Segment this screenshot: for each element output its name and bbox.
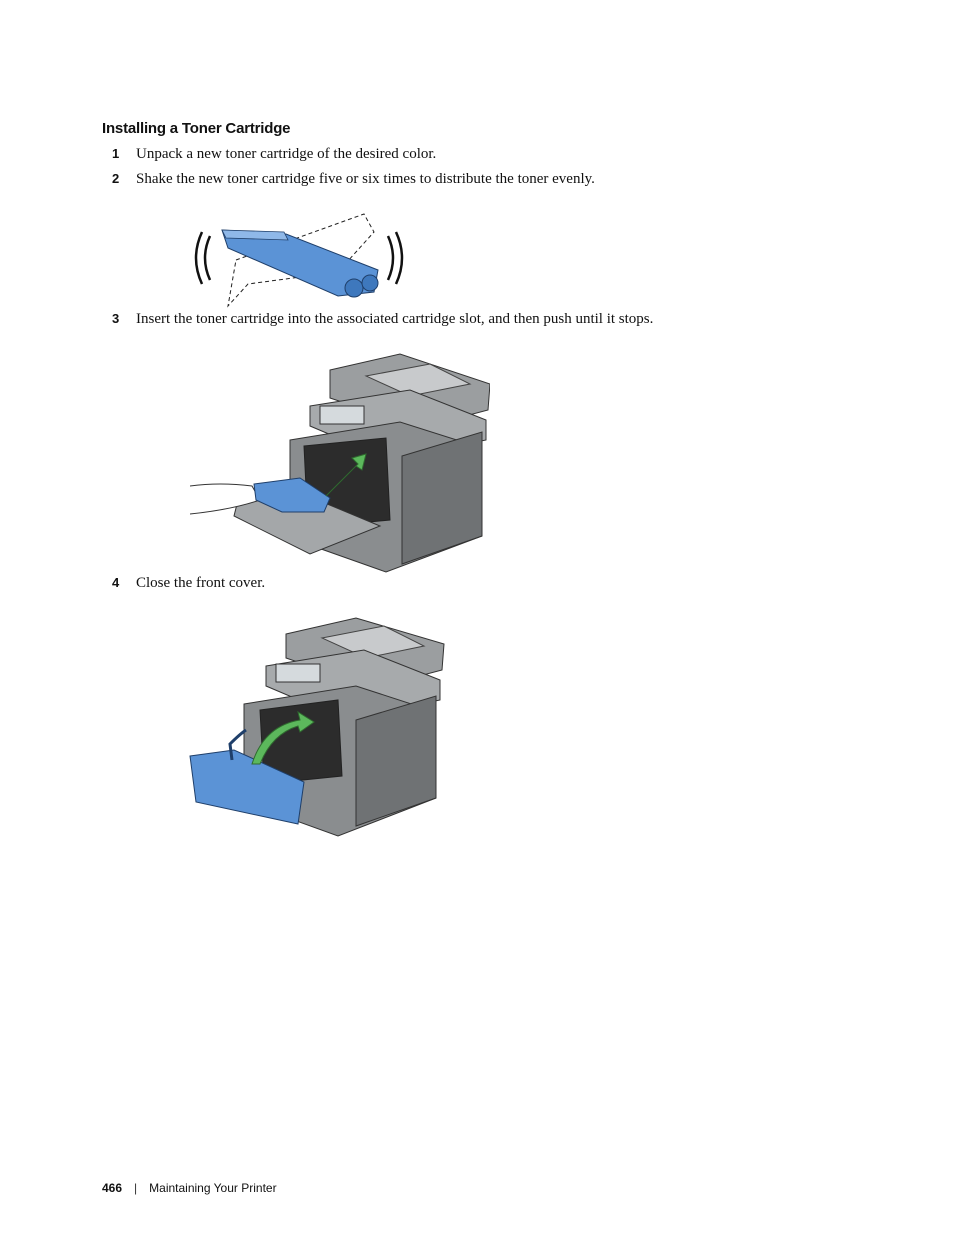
chapter-title: Maintaining Your Printer [149,1181,277,1195]
insert-cartridge-illustration [190,353,490,573]
step-text: Unpack a new toner cartridge of the desi… [136,146,437,162]
step-text: Shake the new toner cartridge five or si… [136,171,595,187]
page-number: 466 [102,1181,123,1195]
step-number: 1 [112,146,120,161]
step-number: 4 [112,575,120,590]
step-number: 2 [112,171,120,186]
section-heading: Installing a Toner Cartridge [102,120,291,137]
step-text: Insert the toner cartridge into the asso… [136,311,654,327]
step-1: 1 Unpack a new toner cartridge of the des… [112,146,436,163]
shake-cartridge-illustration [194,213,404,308]
step-3: 3 Insert the toner cartridge into the ass… [112,311,653,328]
step-number: 3 [112,311,120,326]
step-4: 4 Close the front cover. [112,575,265,592]
step-text: Close the front cover. [136,575,266,591]
close-cover-illustration [189,617,445,837]
footer-separator: | [134,1181,138,1195]
page-footer: 466 | Maintaining Your Printer [102,1181,277,1195]
step-2: 2 Shake the new toner cartridge five or s… [112,171,595,188]
